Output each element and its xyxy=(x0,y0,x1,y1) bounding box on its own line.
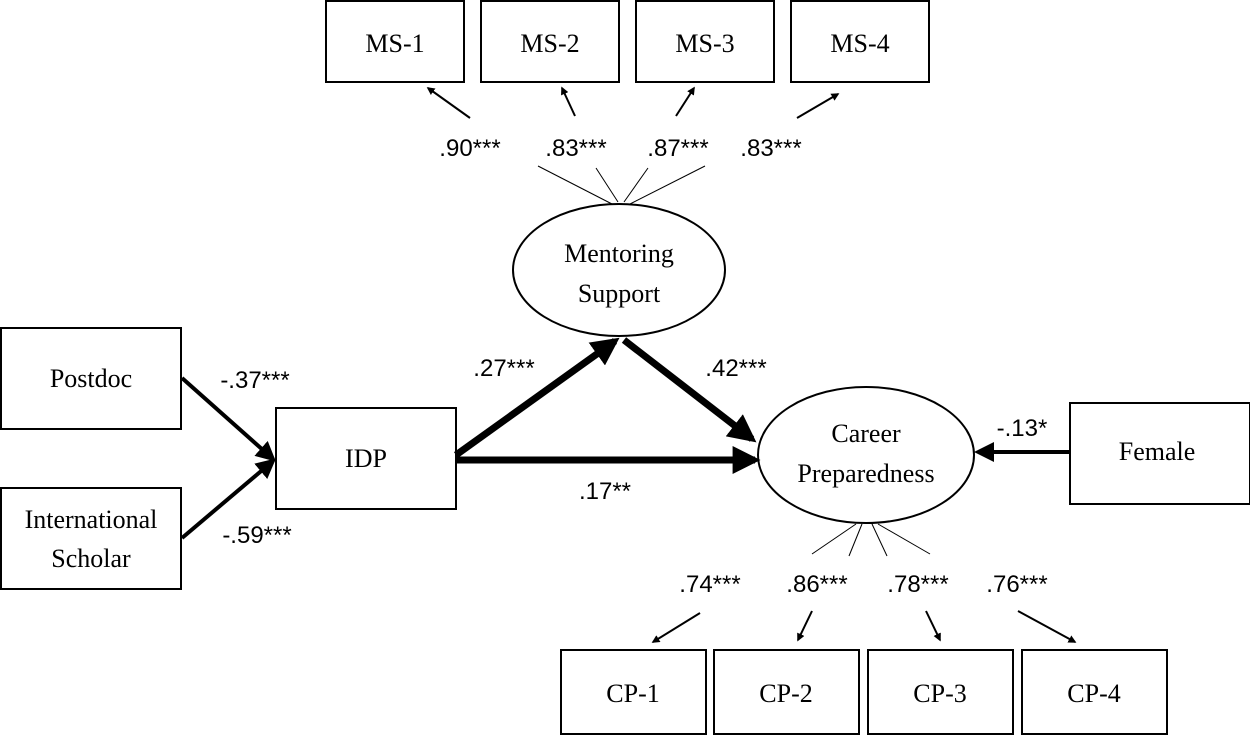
latent-career-preparedness: Career Preparedness xyxy=(757,386,975,524)
loading-ms-2: .83*** xyxy=(545,135,606,162)
career-fan-lines xyxy=(811,523,931,557)
career-label-line2: Preparedness xyxy=(797,459,934,488)
indicator-ms-4-label: MS-4 xyxy=(830,29,889,58)
indicator-cp-2: CP-2 xyxy=(713,649,860,735)
indicator-ms-3: MS-3 xyxy=(635,0,775,83)
indicator-ms-4: MS-4 xyxy=(790,0,930,83)
loading-ms-3: .87*** xyxy=(647,135,708,162)
loading-cp-3: .78*** xyxy=(887,571,948,598)
indicator-cp-2-label: CP-2 xyxy=(759,679,812,708)
path-idp-to-mentoring xyxy=(453,337,620,458)
indicator-ms-2-label: MS-2 xyxy=(520,29,579,58)
coef-idp-career: .17** xyxy=(579,478,631,505)
indicator-cp-1: CP-1 xyxy=(560,649,707,735)
path-postdoc-to-idp xyxy=(180,376,276,462)
arrow-to-ms-4 xyxy=(796,93,840,119)
arrow-to-ms-1 xyxy=(426,87,471,119)
observed-idp: IDP xyxy=(275,407,457,510)
coef-postdoc-idp: -.37*** xyxy=(220,367,289,394)
coef-international-idp: -.59*** xyxy=(222,522,291,549)
path-international-to-idp xyxy=(180,458,277,540)
loading-cp-4: .76*** xyxy=(986,571,1047,598)
postdoc-label: Postdoc xyxy=(50,364,132,393)
loading-ms-4: .83*** xyxy=(740,135,801,162)
indicator-cp-1-label: CP-1 xyxy=(606,679,659,708)
loading-ms-1: .90*** xyxy=(439,135,500,162)
female-label: Female xyxy=(1119,437,1196,466)
coef-female-career: -.13* xyxy=(997,415,1048,442)
indicator-cp-4: CP-4 xyxy=(1021,649,1168,735)
indicator-cp-4-label: CP-4 xyxy=(1067,679,1120,708)
path-mentoring-to-career xyxy=(621,337,757,443)
observed-female: Female xyxy=(1069,402,1250,505)
mentoring-fan-lines xyxy=(537,165,706,205)
arrow-to-ms-2 xyxy=(561,86,576,117)
latent-mentoring-support: Mentoring Support xyxy=(512,203,726,337)
arrow-to-ms-3 xyxy=(675,86,695,117)
indicator-ms-3-label: MS-3 xyxy=(675,29,734,58)
international-label-line2: Scholar xyxy=(51,544,131,573)
coef-mentoring-career: .42*** xyxy=(705,355,766,382)
observed-international-scholar: International Scholar xyxy=(0,487,182,590)
arrow-to-cp-4 xyxy=(1017,610,1077,643)
arrow-to-cp-3 xyxy=(925,610,941,642)
loading-cp-1: .74*** xyxy=(679,571,740,598)
mentoring-label-line2: Support xyxy=(578,279,661,308)
international-label-line1: International xyxy=(25,505,158,534)
indicator-ms-2: MS-2 xyxy=(480,0,620,83)
indicator-ms-1: MS-1 xyxy=(325,0,465,83)
observed-postdoc: Postdoc xyxy=(0,327,182,430)
arrow-to-cp-2 xyxy=(797,610,813,642)
indicator-cp-3: CP-3 xyxy=(867,649,1014,735)
arrow-to-cp-1 xyxy=(651,612,701,643)
indicator-ms-1-label: MS-1 xyxy=(365,29,424,58)
indicator-cp-3-label: CP-3 xyxy=(913,679,966,708)
mentoring-label-line1: Mentoring xyxy=(564,239,674,268)
idp-label: IDP xyxy=(345,444,387,473)
career-label-line1: Career xyxy=(831,419,901,448)
coef-idp-mentoring: .27*** xyxy=(473,355,534,382)
loading-cp-2: .86*** xyxy=(786,571,847,598)
